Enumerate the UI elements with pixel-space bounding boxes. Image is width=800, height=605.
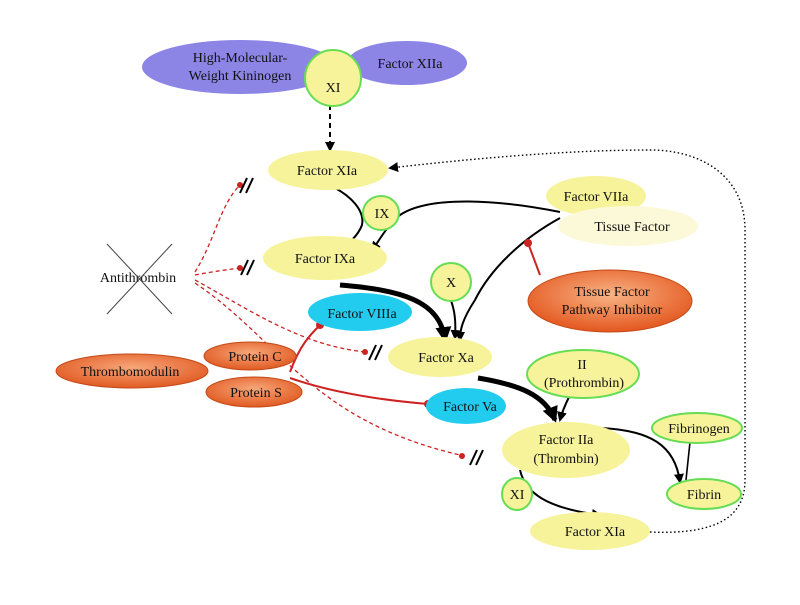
antithrombin-inhibit-ixa-dot [237,265,243,271]
antithrombin-inhibit-xa [194,279,366,353]
arrow-ixa-to-xa-thick [339,282,452,343]
tfpi-inhibit-dot [524,239,532,247]
xi-bottom-node [501,477,533,511]
fibrin-label: Fibrin [687,488,721,503]
factor-ixa-node [263,236,387,280]
factor-iia-node [502,422,630,478]
hmwk-node [142,40,338,94]
factor-xiia-node [347,41,467,85]
x-node [430,262,472,302]
factor-va-node [426,388,506,424]
thrombomodulin-label: Thrombomodulin [81,365,180,380]
antithrombin-inhibit-xia-dot [237,182,243,188]
antithrombin-inhibit-ixa [194,267,241,276]
protein-s-label: Protein S [230,386,282,401]
antithrombin-label: Antithrombin [100,271,176,286]
arrow-xa-to-iia-thick [477,375,558,423]
antithrombin-inhibit-iia [194,282,461,456]
factor-xa-label: Factor Xa [418,351,474,366]
factor-xia-top-label: Factor XIa [297,164,358,179]
factor-iia-label-1: Factor IIa [539,433,595,448]
hmwk-label-1: High-Molecular- [193,51,288,66]
tissue-factor-label: Tissue Factor [594,220,670,235]
tfpi-node [527,269,693,333]
block-marks [239,177,484,466]
antithrombin-cross-mark [106,243,173,315]
ii-label-1: II [577,358,587,373]
factor-xia-bottom-node [530,512,650,550]
fibrin-node [666,478,742,510]
thrombomodulin-node [55,353,209,389]
factor-xa-node [388,337,492,377]
hmwk-label-2: Weight Kininogen [189,69,292,84]
fibrinogen-node [651,412,743,444]
feedback-loop-dotted [388,149,746,533]
factor-viiia-node [308,293,412,331]
x-label: X [446,276,456,291]
arrow-iia-to-fibrin [599,427,684,484]
protein-c-inhibit-viiia [289,324,321,373]
tfpi-label-2: Pathway Inhibitor [562,303,663,318]
arrow-viia-to-ixa [370,200,561,252]
factor-xia-bottom-label: Factor XIa [565,525,626,540]
xi-bottom-label: XI [510,488,525,503]
protein-c-inhibit-va [289,377,429,405]
factor-viia-label: Factor VIIa [564,190,629,205]
antithrombin-inhibit-iia-dot [459,453,465,459]
factor-ixa-label: Factor IXa [295,252,356,267]
factor-viia-node [546,176,646,216]
tfpi-inhibit-line [527,242,541,276]
xi-top-node [304,49,362,107]
arrow-fibrinogen-to-fibrin [685,441,691,481]
factor-iia-label-2: (Thrombin) [533,452,599,467]
factor-va-label: Factor Va [443,400,498,415]
protein-c-label: Protein C [228,350,281,365]
antithrombin-inhibit-xa-dot [362,349,368,355]
arrow-viia-to-xa [455,217,561,342]
ix-label: IX [375,207,390,222]
ii-label-2: (Prothrombin) [544,376,624,391]
tissue-factor-node [558,206,698,246]
protein-c-node [203,341,297,371]
arrow-x-to-xa [449,297,461,340]
factor-xiia-label: Factor XIIa [378,57,444,72]
tfpi-label-1: Tissue Factor [574,285,650,300]
factor-xia-top-node [268,150,388,190]
antithrombin-inhibit-xia [194,184,241,273]
ix-node [362,195,400,231]
factor-viiia-label: Factor VIIIa [327,307,397,322]
protein-s-node [205,376,303,408]
xi-top-label: XI [326,81,341,96]
ii-node [526,349,640,399]
fibrinogen-label: Fibrinogen [668,422,729,437]
arrow-ii-to-iia [557,394,571,422]
